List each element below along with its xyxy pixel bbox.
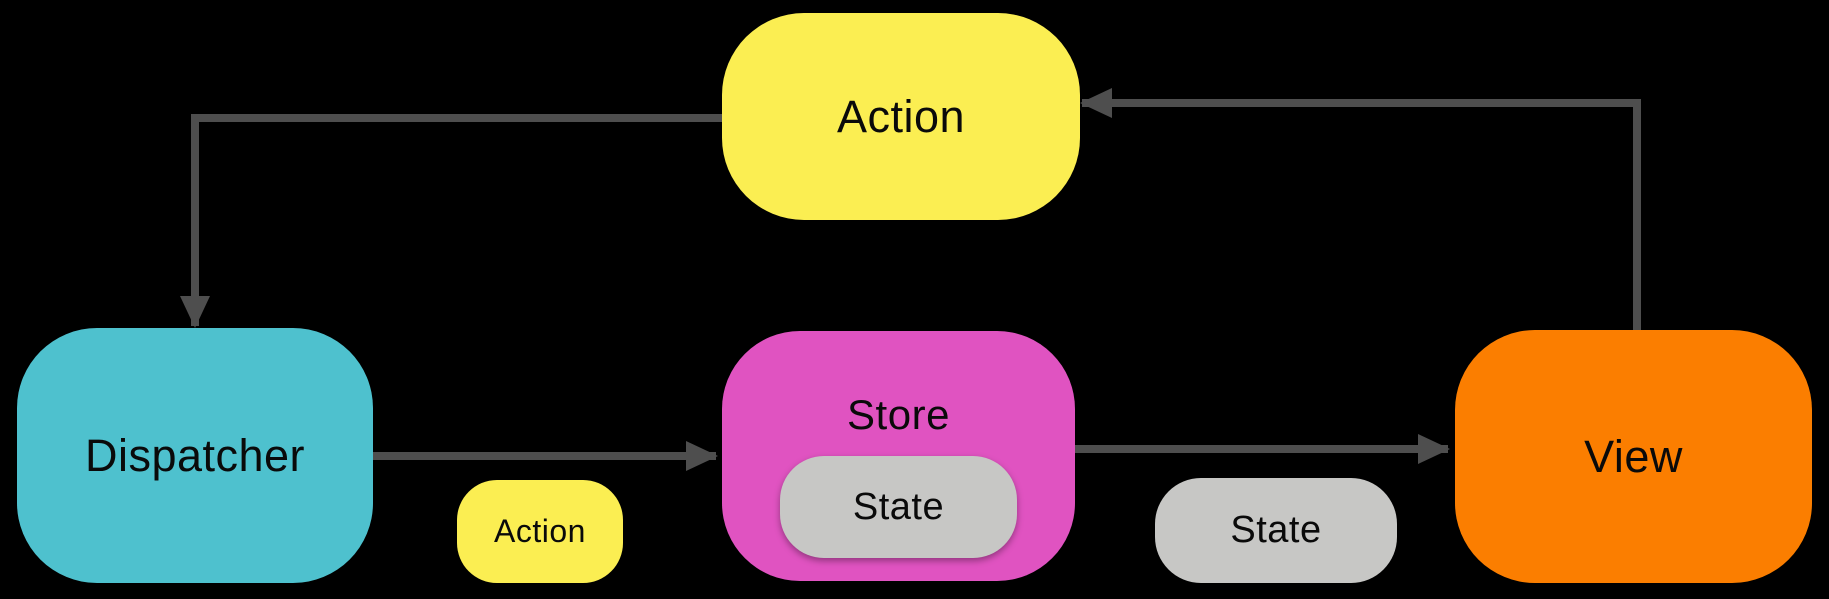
node-dispatcher: Dispatcher — [17, 328, 373, 583]
node-state-payload-label: State — [1230, 509, 1322, 551]
node-action-payload: Action — [457, 480, 623, 583]
node-store-label: Store — [847, 391, 950, 438]
node-action-payload-label: Action — [494, 513, 586, 549]
node-dispatcher-label: Dispatcher — [84, 429, 306, 481]
node-view: View — [1455, 330, 1812, 583]
node-state-payload: State — [1155, 478, 1397, 583]
arrow-action-to-dispatcher — [180, 114, 722, 328]
node-store: Store State — [722, 331, 1075, 581]
node-view-label: View — [1584, 430, 1683, 482]
node-store-state: State — [780, 456, 1017, 558]
node-action: Action — [722, 13, 1080, 220]
node-action-label: Action — [836, 90, 966, 142]
arrow-view-to-action — [1080, 88, 1641, 330]
node-store-state-label: State — [852, 485, 945, 528]
